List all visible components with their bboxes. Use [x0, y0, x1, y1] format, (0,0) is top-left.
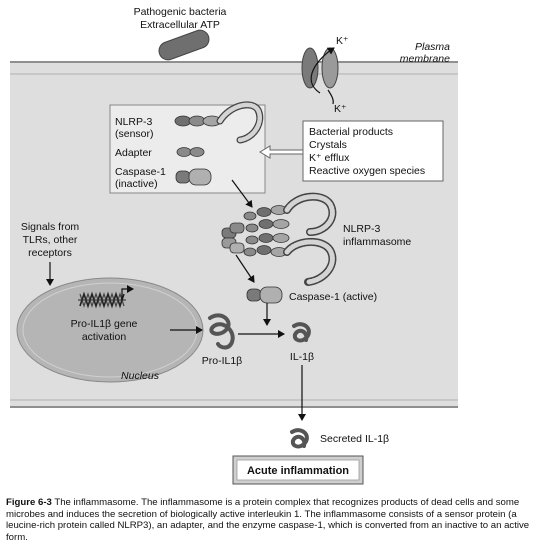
nlrp3-inflammasome-icon [221, 192, 337, 286]
stimulus-item: Crystals [309, 139, 347, 151]
stimulus-item: Bacterial products [309, 126, 393, 138]
acute-inflammation-box-inner [236, 459, 360, 481]
signals-label-line3: receptors [28, 247, 72, 259]
k-influx-arrow [327, 89, 334, 105]
pathogen-label-line1: Pathogenic bacteria [134, 6, 227, 18]
k-efflux-arrow [310, 47, 335, 94]
nucleus-label: Nucleus [121, 370, 160, 382]
signals-label-line1: Signals from [21, 221, 80, 233]
gene-activation-label-line1: Pro-IL1β gene [71, 318, 138, 330]
stimuli-arrow [259, 145, 304, 159]
caption-text: The inflammasome. The inflammasome is a … [6, 497, 530, 543]
stimulus-item: K⁺ efflux [309, 152, 350, 164]
nucleus [16, 277, 204, 383]
caspase-inactive-icon [175, 168, 212, 186]
plasma-membrane-label-line1: Plasma [415, 41, 450, 53]
inflammasome-label-line2: inflammasome [343, 236, 411, 248]
adapter-icon [176, 147, 205, 157]
dna-helix-icon [78, 285, 134, 309]
assembly-arrow [231, 179, 253, 208]
caspase-inactive-label-line2: (inactive) [115, 178, 158, 190]
inflammasome-diagram: Pathogenic bacteria Extracellular ATP K⁺… [10, 6, 458, 485]
k-ion-top-label: K⁺ [336, 35, 349, 47]
pathogen-label-line2: Extracellular ATP [140, 19, 220, 31]
adapter-label: Adapter [115, 147, 152, 159]
nlrp3-sensor-icon [174, 101, 264, 144]
secreted-il1b-icon [290, 428, 309, 449]
caspase-inactive-label-line1: Caspase-1 [115, 166, 166, 178]
figure-number: Figure 6-3 [6, 497, 52, 508]
nlrp3-sensor-label-line1: NLRP-3 [115, 116, 153, 128]
acute-inflammation-label: Acute inflammation [247, 465, 349, 477]
il1b-label: IL-1β [290, 351, 314, 363]
caspase-active-icon [246, 286, 283, 304]
nlrp3-sensor-label-line2: (sensor) [115, 128, 154, 140]
pro-il1b-icon [208, 313, 235, 350]
caspase-active-label: Caspase-1 (active) [289, 291, 377, 303]
activation-arrow [235, 254, 255, 283]
il1b-icon [292, 322, 311, 343]
k-ion-bottom-label: K⁺ [334, 103, 347, 115]
gene-activation-label-line2: activation [82, 331, 127, 343]
figure-caption: Figure 6-3 The inflammasome. The inflamm… [6, 497, 534, 543]
bacterium-icon [158, 29, 210, 61]
signals-label-line2: TLRs, other [23, 234, 78, 246]
secreted-il1b-label: Secreted IL-1β [320, 433, 389, 445]
stimulus-item: Reactive oxygen species [309, 165, 425, 177]
inflammasome-label-line1: NLRP-3 [343, 223, 381, 235]
stimuli-box [302, 120, 444, 182]
plasma-membrane-label-line2: membrane [400, 53, 450, 65]
pro-il1b-label: Pro-IL1β [202, 355, 242, 367]
